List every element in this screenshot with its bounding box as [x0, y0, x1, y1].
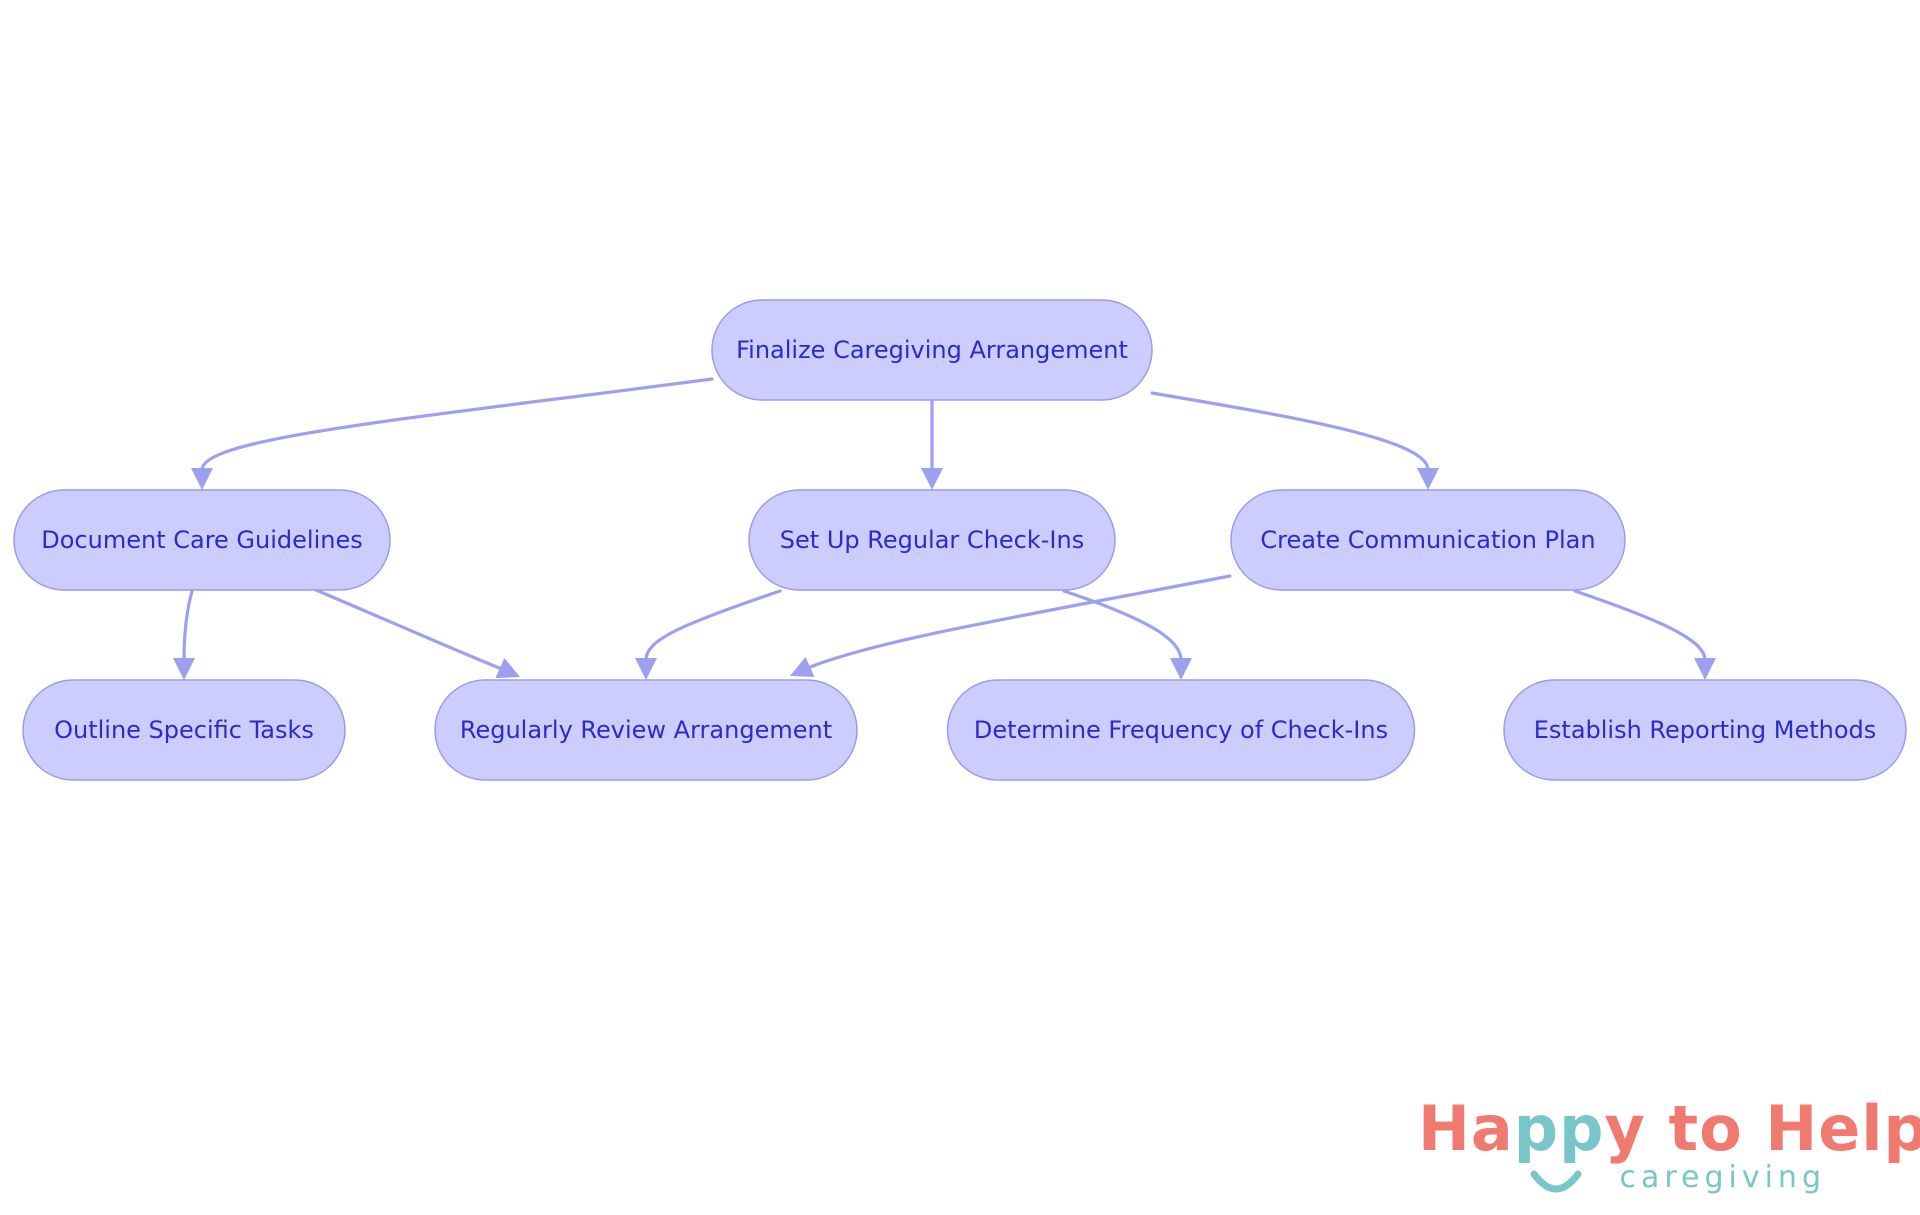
arrowhead-document	[191, 468, 213, 490]
node-checkins: Set Up Regular Check-Ins	[748, 489, 1116, 591]
smile-icon	[1530, 1170, 1582, 1193]
node-communication: Create Communication Plan	[1230, 489, 1626, 591]
logo-wordmark: Happy to Help	[1418, 1098, 1920, 1160]
edge-document-to-review	[314, 588, 504, 671]
node-label: Outline Specific Tasks	[54, 716, 314, 744]
edge-communication-to-review	[808, 574, 1232, 669]
happy-to-help-logo: Happy to Help caregiving	[1418, 1098, 1920, 1200]
nodes: Finalize Caregiving ArrangementDocument …	[13, 299, 1907, 781]
arrowhead-reporting	[1694, 658, 1716, 680]
node-finalize: Finalize Caregiving Arrangement	[711, 299, 1153, 401]
node-document: Document Care Guidelines	[13, 489, 391, 591]
arrowhead-frequency	[1170, 658, 1192, 680]
logo-tagline: caregiving	[1619, 1160, 1826, 1195]
logo-word-part-teal: pp	[1513, 1092, 1605, 1165]
arrowhead-review	[635, 658, 657, 680]
node-label: Document Care Guidelines	[41, 526, 362, 554]
node-label: Finalize Caregiving Arrangement	[736, 336, 1128, 364]
node-reporting: Establish Reporting Methods	[1503, 679, 1907, 781]
node-shape	[946, 679, 1416, 781]
arrowhead-review	[495, 658, 520, 679]
node-shape	[13, 489, 391, 591]
logo-word-part: y to Help	[1604, 1092, 1920, 1165]
edge-finalize-to-document	[200, 377, 714, 472]
node-label: Determine Frequency of Check-Ins	[974, 716, 1388, 744]
edge-document-to-outline	[182, 589, 194, 662]
arrowhead-checkins	[921, 468, 943, 490]
node-frequency: Determine Frequency of Check-Ins	[946, 679, 1416, 781]
arrowhead-review	[790, 656, 815, 678]
node-shape	[434, 679, 858, 781]
node-review: Regularly Review Arrangement	[434, 679, 858, 781]
edge-communication-to-reporting	[1573, 589, 1707, 662]
arrowhead-outline	[173, 658, 195, 680]
node-shape	[1230, 489, 1626, 591]
node-shape	[1503, 679, 1907, 781]
node-outline: Outline Specific Tasks	[22, 679, 346, 781]
node-shape	[22, 679, 346, 781]
arrowhead-communication	[1417, 468, 1439, 490]
node-shape	[748, 489, 1116, 591]
edge-checkins-to-frequency	[1062, 589, 1183, 662]
node-label: Regularly Review Arrangement	[460, 716, 832, 744]
node-shape	[711, 299, 1153, 401]
node-label: Create Communication Plan	[1260, 526, 1595, 554]
edge-checkins-to-review	[644, 589, 782, 662]
logo-word-part: Ha	[1418, 1092, 1514, 1165]
node-label: Set Up Regular Check-Ins	[780, 526, 1084, 554]
node-label: Establish Reporting Methods	[1534, 716, 1877, 744]
edge-finalize-to-communication	[1150, 391, 1430, 472]
edges	[173, 377, 1716, 680]
